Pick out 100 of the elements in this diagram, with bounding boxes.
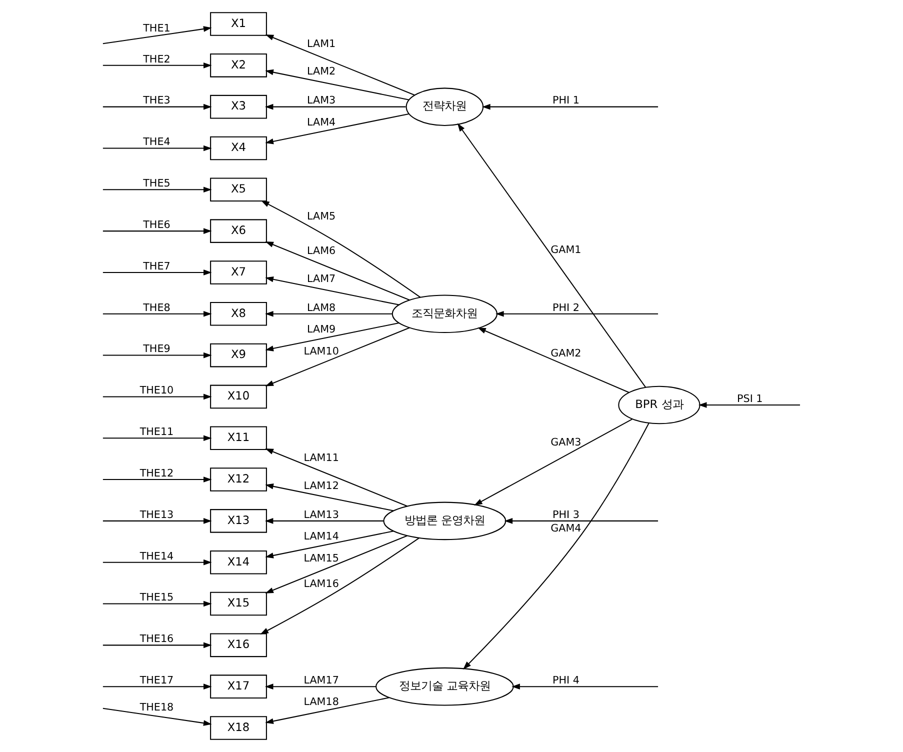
edge-label: THE12 — [140, 467, 174, 480]
edge-label: LAM18 — [304, 696, 339, 708]
node-box: X12 — [210, 468, 267, 492]
arrow — [260, 538, 420, 634]
edge-label: THE17 — [140, 674, 174, 686]
edge-label: LAM12 — [304, 480, 339, 492]
arrow — [265, 448, 408, 507]
edge-label: PHI 1 — [552, 94, 580, 107]
arrow — [102, 476, 212, 482]
node-box: X15 — [210, 592, 267, 616]
edge-label: PSI 1 — [737, 392, 763, 405]
edge-label: THE14 — [140, 550, 174, 562]
node-box: X10 — [210, 384, 267, 409]
node-box: X8 — [210, 302, 267, 326]
edge-label: LAM6 — [307, 244, 336, 257]
edge-label: GAM3 — [550, 436, 582, 448]
arrow — [463, 423, 650, 670]
arrow — [482, 104, 658, 110]
edge-label: THE16 — [140, 633, 174, 646]
arrow — [102, 62, 212, 68]
arrow — [512, 684, 658, 690]
arrow — [265, 327, 410, 386]
node-box: X6 — [210, 219, 267, 243]
arrow — [265, 530, 394, 558]
edge-label: THE10 — [140, 384, 174, 397]
node-box: X7 — [210, 260, 267, 284]
edge-label: PHI 3 — [552, 508, 580, 521]
arrow — [265, 535, 408, 594]
arrow — [264, 104, 406, 110]
arrow — [265, 697, 390, 724]
edge-label: THE3 — [143, 94, 170, 107]
edge-label: LAM14 — [304, 530, 339, 543]
arrow — [102, 228, 212, 234]
node-ellipse: 정보기술 교육차원 — [376, 667, 514, 706]
arrow — [265, 34, 415, 96]
node-ellipse: 전략차원 — [406, 88, 484, 126]
arrow — [474, 418, 632, 506]
node-box: X3 — [210, 94, 267, 119]
arrow — [265, 484, 394, 512]
edge-label: THE5 — [143, 178, 170, 190]
edge-label: GAM4 — [550, 522, 582, 534]
edge-label: LAM7 — [307, 272, 336, 285]
node-box: X14 — [210, 550, 267, 574]
arrow — [265, 310, 392, 317]
arrow — [102, 352, 212, 358]
edge-label: THE2 — [143, 53, 170, 66]
arrow — [265, 69, 409, 100]
arrow — [102, 104, 212, 110]
edge-label: LAM5 — [307, 210, 336, 223]
arrow — [102, 518, 212, 524]
edge-label: LAM1 — [307, 38, 336, 50]
arrow — [102, 145, 212, 152]
edge-label: LAM13 — [304, 508, 339, 521]
edge-label: GAM2 — [550, 347, 582, 360]
node-box: X2 — [210, 54, 267, 78]
arrow — [102, 684, 212, 690]
arrow — [478, 328, 630, 393]
edge-label: THE6 — [143, 218, 170, 231]
node-box: X1 — [210, 12, 267, 36]
node-box: X9 — [210, 343, 267, 368]
edge-label: THE7 — [143, 260, 170, 272]
arrow — [102, 310, 212, 317]
arrow — [265, 322, 399, 352]
edge-label: LAM3 — [307, 94, 336, 107]
edge-label: LAM17 — [304, 674, 339, 686]
arrow — [102, 435, 212, 442]
edge-label: LAM15 — [304, 552, 339, 564]
arrow — [264, 684, 376, 690]
node-ellipse: BPR 성과 — [618, 386, 700, 424]
arrow — [265, 113, 409, 144]
edge-label: THE4 — [143, 136, 170, 148]
edge-label: LAM4 — [307, 116, 336, 128]
edge-label: LAM10 — [304, 345, 339, 358]
arrow — [265, 276, 399, 306]
edge-label: LAM16 — [304, 578, 339, 590]
edge-label: PHI 2 — [552, 302, 580, 314]
arrow — [102, 559, 212, 566]
arrow — [102, 708, 212, 726]
edge-label: THE1 — [143, 22, 170, 34]
edge-label: THE18 — [140, 701, 174, 714]
arrow — [457, 123, 646, 388]
node-ellipse: 방법론 운영차원 — [383, 502, 506, 540]
arrow — [504, 518, 658, 524]
edge-label: LAM9 — [307, 324, 336, 336]
arrow — [102, 186, 212, 193]
edge-label: THE13 — [140, 508, 174, 521]
edge-label: LAM8 — [307, 302, 336, 314]
arrow — [496, 310, 658, 317]
arrow — [102, 600, 212, 607]
edge-label: THE8 — [143, 302, 170, 314]
node-box: X18 — [210, 716, 267, 740]
arrow — [102, 26, 212, 44]
arrow — [264, 518, 384, 524]
edge-label: PHI 4 — [552, 674, 580, 686]
arrow — [102, 270, 212, 276]
arrow — [261, 200, 421, 298]
edge-label: THE15 — [140, 592, 174, 604]
node-box: X5 — [210, 178, 267, 202]
edge-label: GAM1 — [550, 244, 582, 256]
arrow — [102, 642, 212, 648]
